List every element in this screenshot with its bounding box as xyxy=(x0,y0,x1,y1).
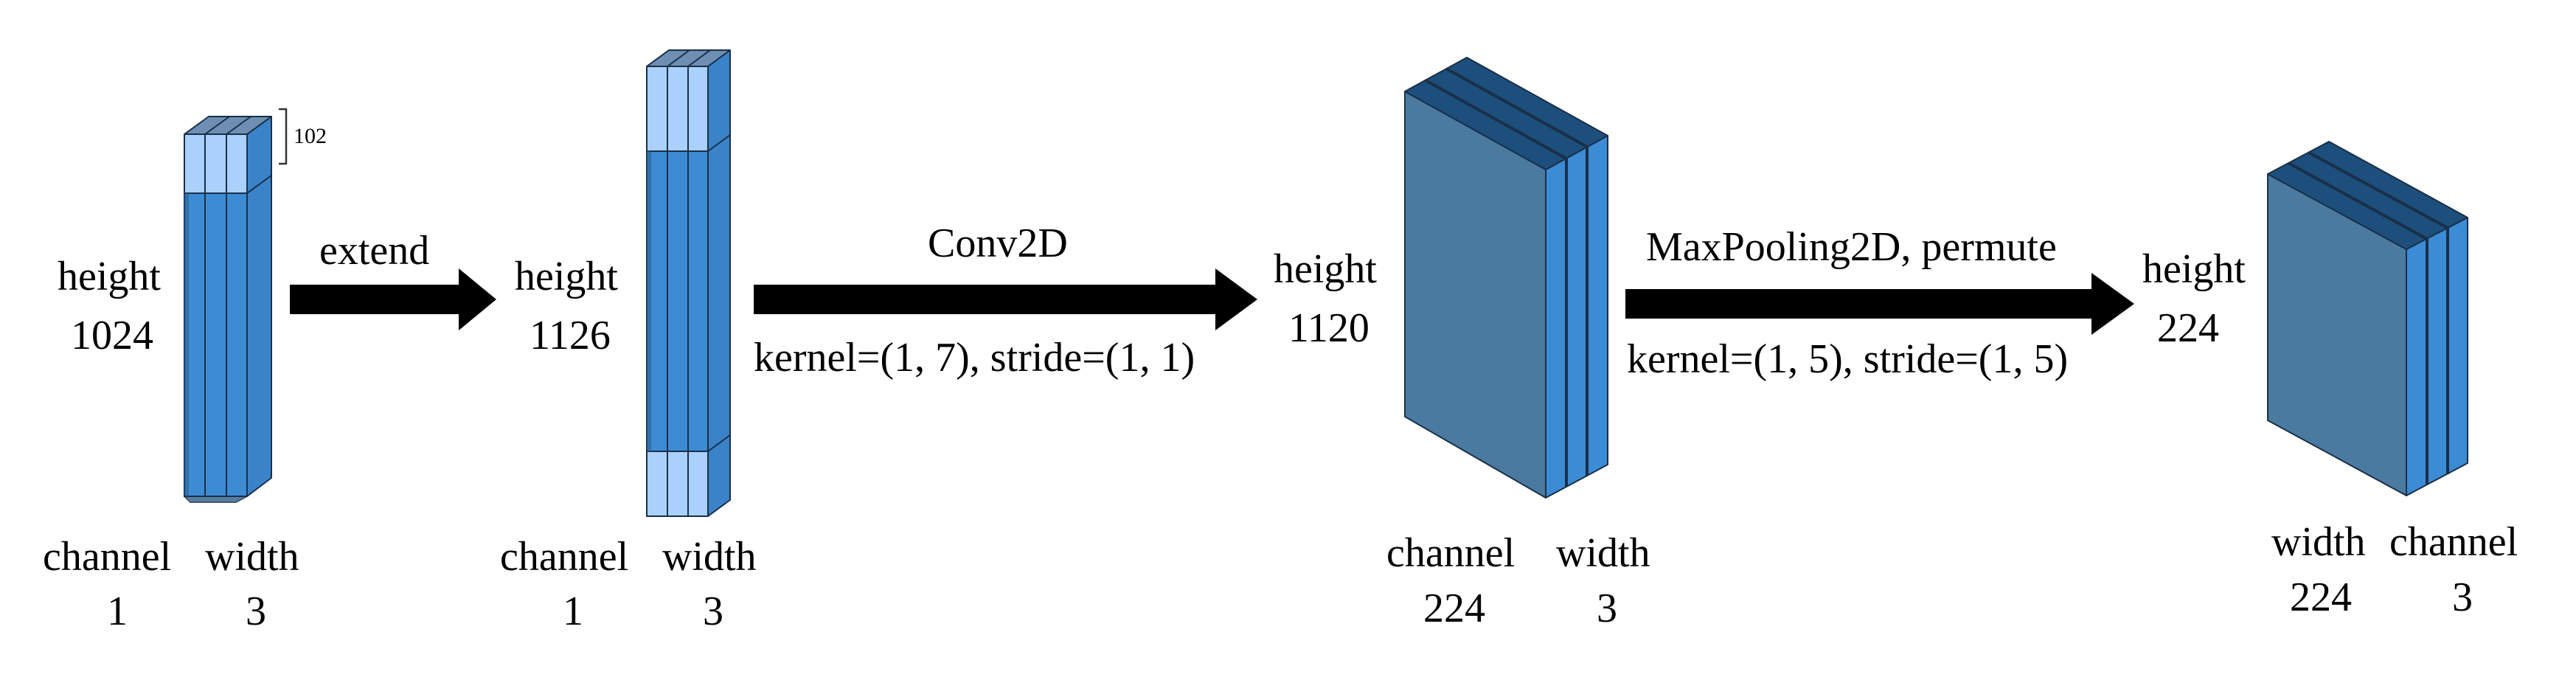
stage3-width-value: 3 xyxy=(1597,586,1617,631)
front-pad-top xyxy=(646,66,709,152)
pad-divider xyxy=(707,134,731,152)
bottom-edge xyxy=(184,496,248,503)
stage2-height-value: 1126 xyxy=(530,313,611,358)
stage2-channel-label: channel xyxy=(500,534,628,580)
slice-divider xyxy=(1425,79,1567,160)
stage3-height-value: 1120 xyxy=(1288,305,1369,351)
stage1-width-value: 3 xyxy=(246,589,266,634)
stage4-height-value: 224 xyxy=(2157,305,2219,351)
pad-divider xyxy=(246,175,272,194)
stage2-width-label: width xyxy=(662,534,757,580)
left-edge-shade xyxy=(647,151,651,451)
pad-annotation: 102 xyxy=(294,124,327,148)
stage2-height-label: height xyxy=(515,254,618,299)
stage1-height-label: height xyxy=(58,254,161,299)
stage3-width-label: width xyxy=(1556,530,1650,576)
slice-divider xyxy=(1445,67,1588,148)
tensor-block-conv xyxy=(1404,57,1608,499)
stage4-channel-value: 3 xyxy=(2452,574,2473,620)
side-face xyxy=(707,49,731,517)
slice-divider xyxy=(204,116,230,135)
tensor-block-input xyxy=(184,116,272,503)
side-face xyxy=(246,116,272,497)
slice-divider xyxy=(2308,151,2448,229)
stage4-width-label: width xyxy=(2271,519,2366,565)
top-face xyxy=(2267,141,2468,250)
slice-divider xyxy=(687,49,711,67)
stage4-height-label: height xyxy=(2142,246,2246,292)
stage1-channel-label: channel xyxy=(43,534,171,580)
front-main xyxy=(646,150,709,452)
stage4-width-value: 224 xyxy=(2290,574,2352,620)
arrow1-label: extend xyxy=(319,228,429,274)
tensor-block-padded xyxy=(646,49,731,517)
stage1-channel-value: 1 xyxy=(107,589,128,634)
front-main xyxy=(184,192,248,497)
slice-divider xyxy=(226,116,251,135)
stage1-height-value: 1024 xyxy=(71,313,153,358)
stage1-width-label: width xyxy=(205,534,299,580)
stage2-channel-value: 1 xyxy=(563,589,583,634)
arrow-extend xyxy=(290,268,496,330)
stage4-channel-label: channel xyxy=(2389,519,2518,565)
left-edge-shade xyxy=(184,193,189,496)
arrow-conv2d xyxy=(754,268,1257,330)
slice-divider xyxy=(2288,162,2428,240)
stage2-width-value: 3 xyxy=(703,589,723,634)
arrow3-label-top: MaxPooling2D, permute xyxy=(1646,224,2057,270)
slice-divider xyxy=(667,49,690,67)
arrow2-label-bottom: kernel=(1, 7), stride=(1, 1) xyxy=(754,335,1195,381)
stage3-channel-label: channel xyxy=(1386,530,1515,576)
pad-divider xyxy=(707,434,731,452)
stage3-height-label: height xyxy=(1274,246,1377,292)
side-face xyxy=(1545,135,1608,499)
arrow-maxpool xyxy=(1625,273,2134,335)
front-pad-bottom xyxy=(646,451,709,517)
stage3-channel-value: 224 xyxy=(1423,586,1485,631)
tensor-block-pooled xyxy=(2267,141,2468,496)
front-pad-top xyxy=(184,133,248,194)
arrow3-label-bottom: kernel=(1, 5), stride=(1, 5) xyxy=(1627,336,2068,382)
side-face xyxy=(2406,217,2468,496)
pad-bracket xyxy=(279,108,288,165)
arrow2-label-top: Conv2D xyxy=(928,221,1068,266)
